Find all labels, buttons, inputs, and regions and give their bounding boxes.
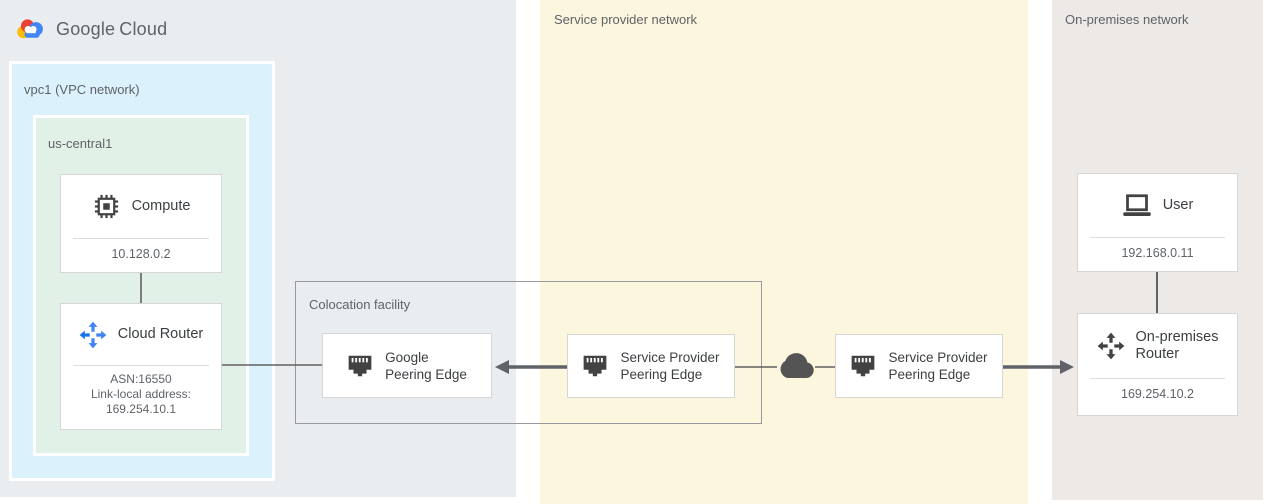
ethernet-port-icon: [584, 355, 607, 377]
subnet-label: us-central1: [48, 136, 113, 151]
colocation-facility-container: Colocation facility: [295, 281, 762, 424]
logo-google-word: Google: [56, 19, 116, 39]
chip-icon: [94, 194, 118, 219]
user-node: User 192.168.0.11: [1077, 173, 1238, 272]
on-premises-network-label: On-premises network: [1065, 12, 1189, 27]
cloud-router-asn: ASN:16550: [110, 372, 172, 386]
cloud-router-linklocal-caption: Link-local address:: [90, 387, 192, 401]
ethernet-port-icon: [852, 355, 875, 377]
cloud-router-label: Cloud Router: [117, 326, 204, 342]
user-ip: 192.168.0.11: [1121, 246, 1194, 260]
divider: [1090, 237, 1225, 238]
region-service-provider-network: Service provider network: [540, 0, 1028, 504]
colocation-facility-label: Colocation facility: [309, 297, 411, 312]
vpc-label: vpc1 (VPC network): [24, 82, 140, 97]
cloud-router-node: Cloud Router ASN:16550 Link-local addres…: [60, 303, 222, 430]
laptop-icon: [1122, 194, 1151, 216]
divider: [73, 365, 209, 366]
on-premises-router-icon: [1097, 332, 1124, 360]
cloud-router-icon: [79, 321, 107, 348]
google-cloud-logo-icon: [17, 19, 43, 39]
logo-cloud-word: Cloud: [119, 19, 168, 39]
ethernet-port-icon: [348, 355, 372, 376]
compute-ip: 10.128.0.2: [111, 247, 171, 261]
divider: [73, 238, 209, 239]
user-label: User: [1162, 197, 1194, 213]
service-provider-network-label: Service provider network: [554, 12, 698, 27]
compute-node: Compute 10.128.0.2: [60, 174, 222, 273]
cloud-router-linklocal-ip: 169.254.10.1: [105, 402, 177, 416]
compute-label: Compute: [131, 198, 191, 214]
on-premises-router-ip: 169.254.10.2: [1121, 387, 1194, 401]
divider: [1090, 378, 1225, 379]
